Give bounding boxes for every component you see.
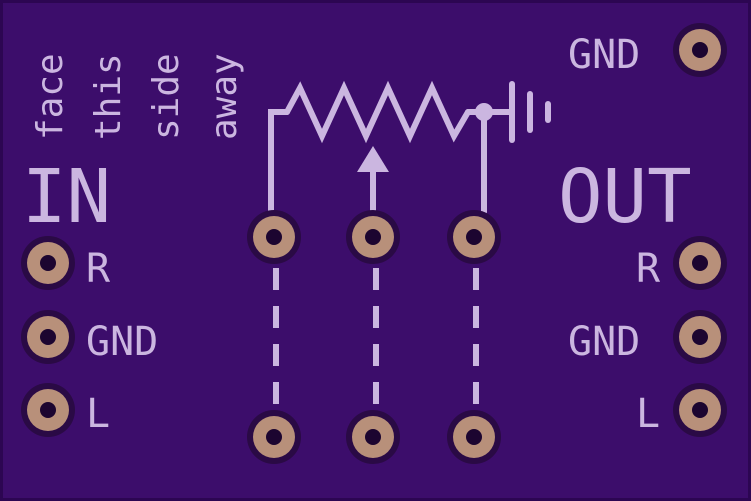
pad-drill-hole: [692, 402, 708, 418]
ground-symbol: [481, 81, 551, 143]
pads: [21, 23, 727, 464]
pad-out-gnd-top: [673, 23, 727, 77]
pad-in-l: [21, 383, 75, 437]
pot-resistor-zigzag: [284, 80, 471, 144]
pad-out-gnd: [673, 310, 727, 364]
pad-in-r: [21, 236, 75, 290]
pad-bottom-3: [447, 410, 501, 464]
pad-bottom-2: [346, 410, 400, 464]
pad-drill-hole: [692, 42, 708, 58]
pad-drill-hole: [692, 255, 708, 271]
note-line-4: away: [204, 53, 245, 140]
pad-drill-hole: [365, 229, 381, 245]
note-line-2: this: [88, 53, 129, 140]
pad-drill-hole: [466, 229, 482, 245]
pot-wiper-arrow: [357, 146, 389, 172]
pot-left-lead: [268, 109, 290, 215]
out-l-label: L: [636, 391, 660, 437]
pad-pot-3: [447, 210, 501, 264]
pad-drill-hole: [266, 229, 282, 245]
in-r-label: R: [86, 246, 111, 292]
pad-drill-hole: [40, 255, 56, 271]
out-title: OUT: [558, 154, 692, 240]
pad-in-gnd: [21, 310, 75, 364]
orientation-note: face this side away: [30, 53, 245, 140]
pad-drill-hole: [466, 429, 482, 445]
out-r-label: R: [636, 246, 661, 292]
pad-pot-2: [346, 210, 400, 264]
pad-bottom-1: [247, 410, 301, 464]
pad-drill-hole: [692, 329, 708, 345]
pad-drill-hole: [365, 429, 381, 445]
pad-out-r: [673, 236, 727, 290]
dashed-jumpers: [273, 268, 479, 410]
out-gnd-label: GND: [568, 319, 640, 365]
note-line-3: side: [146, 53, 187, 140]
pad-drill-hole: [40, 402, 56, 418]
in-gnd-label: GND: [86, 319, 158, 365]
pad-drill-hole: [266, 429, 282, 445]
note-line-1: face: [30, 53, 71, 140]
out-gnd-top-label: GND: [568, 32, 640, 78]
pad-out-l: [673, 383, 727, 437]
pad-pot-1: [247, 210, 301, 264]
in-l-label: L: [86, 391, 110, 437]
in-title: IN: [22, 154, 111, 240]
pad-drill-hole: [40, 329, 56, 345]
